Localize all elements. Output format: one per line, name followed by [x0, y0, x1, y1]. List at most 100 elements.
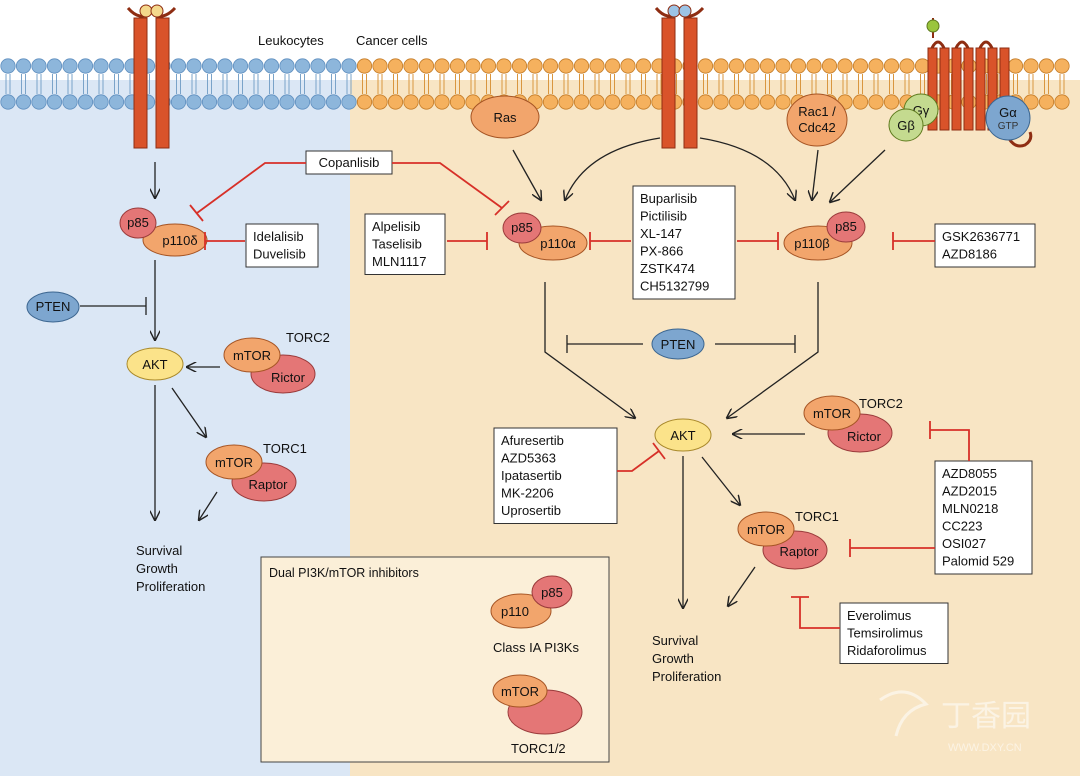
- pan-pi3k-inhibitor-item: XL-147: [640, 226, 682, 241]
- akt-inhibitor-item: Afuresertib: [501, 433, 564, 448]
- akt-left-label: AKT: [142, 357, 167, 372]
- mtor-kinase-inhibitor-item: Palomid 529: [942, 554, 1014, 569]
- rapalog-item: Everolimus: [847, 608, 912, 623]
- cancer-cells-label: Cancer cells: [356, 33, 428, 48]
- beta-inhibitor-item: GSK2636771: [942, 229, 1020, 244]
- pten-right-node: [651, 328, 705, 360]
- torc12-mtor-node: [492, 674, 548, 708]
- mtor-torc2-left-label: mTOR: [233, 348, 271, 363]
- mtor-torc1-right-label: mTOR: [747, 522, 785, 537]
- leukocytes-label: Leukocytes: [258, 33, 324, 48]
- p110-delta-node: [142, 223, 208, 257]
- mtor-kinase-inhibitor-item: CC223: [942, 519, 982, 534]
- alpha-inhibitor-item: Alpelisib: [372, 219, 420, 234]
- mtor-torc2-right-node: [803, 395, 861, 431]
- g-alpha-label: Gα: [999, 105, 1017, 120]
- p85-beta-node: [826, 211, 866, 243]
- akt-inhibitor-item: Ipatasertib: [501, 468, 562, 483]
- upstream-arrows: [155, 137, 886, 202]
- akt-inhibitor-item: MK-2206: [501, 486, 554, 501]
- cdc42-label: Cdc42: [798, 120, 836, 135]
- mtor-torc1-left-label: mTOR: [215, 455, 253, 470]
- receptor-center: [654, 4, 705, 149]
- delta-inhibitor-item: Duvelisib: [253, 247, 306, 262]
- p85-delta-label: p85: [127, 215, 149, 230]
- receptor-left: [126, 4, 177, 149]
- pan-pi3k-inhibitor-box: [632, 185, 736, 300]
- mtor-torc2-right-label: mTOR: [813, 406, 851, 421]
- pan-pi3k-inhibitor-item: PX-866: [640, 244, 683, 259]
- outcome-right-survival: Survival: [652, 633, 698, 648]
- p110-alpha-label: p110α: [540, 236, 576, 251]
- rapalog-item: Ridaforolimus: [847, 643, 927, 658]
- outcome-right-growth: Growth: [652, 651, 694, 666]
- mtor-torc2-left-node: [223, 337, 281, 373]
- watermark-logo: [879, 690, 929, 737]
- p110-delta-label: p110δ: [162, 233, 197, 248]
- class-ia-p85-node: [531, 575, 573, 609]
- pten-left-label: PTEN: [36, 299, 71, 314]
- rapalog-box: [839, 602, 949, 664]
- outcome-left-proliferation: Proliferation: [136, 579, 205, 594]
- torc12-mtor-label: mTOR: [501, 684, 539, 699]
- mtor-kinase-inhibitor-item: MLN0218: [942, 501, 998, 516]
- right-arrows: [544, 282, 819, 608]
- delta-inhibitor-item: Idelalisib: [253, 229, 304, 244]
- alpha-inhibitor-box: [364, 213, 446, 275]
- rac1-cdc42-node: [786, 93, 848, 147]
- mtor-torc1-left-node: [205, 444, 263, 480]
- pan-pi3k-inhibitor-item: CH5132799: [640, 279, 709, 294]
- ras-node: [470, 95, 540, 139]
- alpha-inhibitor-item: Taselisib: [372, 237, 422, 252]
- pten-right-label: PTEN: [661, 337, 696, 352]
- pan-pi3k-inhibitor-item: Buparlisib: [640, 191, 697, 206]
- p110-beta-label: p110β: [794, 236, 829, 251]
- akt-left-node: [126, 347, 184, 381]
- rictor-left-label: Rictor: [271, 370, 306, 385]
- outcome-right-proliferation: Proliferation: [652, 669, 721, 684]
- akt-inhibitor-box: [493, 427, 618, 524]
- torc2-left-label: TORC2: [286, 330, 330, 345]
- class-ia-p110-node: [490, 593, 552, 629]
- p85-delta-node: [119, 207, 157, 239]
- gtp-label: GTP: [998, 121, 1019, 132]
- class-ia-p110-label: p110: [501, 604, 529, 619]
- watermark-en: WWW.DXY.CN: [948, 742, 1022, 754]
- outcome-left-growth: Growth: [136, 561, 178, 576]
- copanlisib-label: Copanlisib: [319, 155, 380, 170]
- class-ia-p85-label: p85: [541, 585, 563, 600]
- torc12-label: TORC1/2: [511, 741, 566, 756]
- watermark: 丁香园 WWW.DXY.CN: [879, 690, 1031, 754]
- p85-alpha-node: [502, 212, 542, 244]
- pan-pi3k-inhibitor-item: ZSTK474: [640, 261, 695, 276]
- class-ia-label: Class IA PI3Ks: [493, 640, 579, 655]
- akt-inhibitor-item: AZD5363: [501, 451, 556, 466]
- watermark-cn: 丁香园: [941, 700, 1031, 733]
- gpcr: [926, 18, 1033, 148]
- mtor-kinase-inhibitor-item: AZD8055: [942, 466, 997, 481]
- p85-alpha-label: p85: [511, 220, 533, 235]
- rac1-label: Rac1 /: [798, 104, 836, 119]
- left-arrows: [80, 260, 220, 520]
- akt-right-label: AKT: [670, 428, 695, 443]
- beta-inhibitor-item: AZD8186: [942, 247, 997, 262]
- pten-left-node: [26, 291, 80, 323]
- torc1-left-label: TORC1: [263, 441, 307, 456]
- p85-beta-label: p85: [835, 219, 857, 234]
- raptor-left-label: Raptor: [248, 477, 288, 492]
- torc1-right-label: TORC1: [795, 509, 839, 524]
- raptor-right-label: Raptor: [779, 544, 819, 559]
- ras-label: Ras: [493, 110, 517, 125]
- g-beta-node: [888, 108, 924, 142]
- dual-panel-title: Dual PI3K/mTOR inhibitors: [269, 566, 419, 580]
- mtor-kinase-inhibitor-item: AZD2015: [942, 484, 997, 499]
- alpha-inhibitor-item: MLN1117: [372, 254, 426, 269]
- pan-pi3k-inhibitor-item: Pictilisib: [640, 209, 687, 224]
- torc2-right-label: TORC2: [859, 396, 903, 411]
- mtor-kinase-inhibitor-item: OSI027: [942, 536, 986, 551]
- delta-inhibitor-box: [245, 223, 319, 268]
- mtor-kinase-inhibitor-box: [934, 460, 1033, 575]
- beta-inhibitor-box: [934, 223, 1036, 268]
